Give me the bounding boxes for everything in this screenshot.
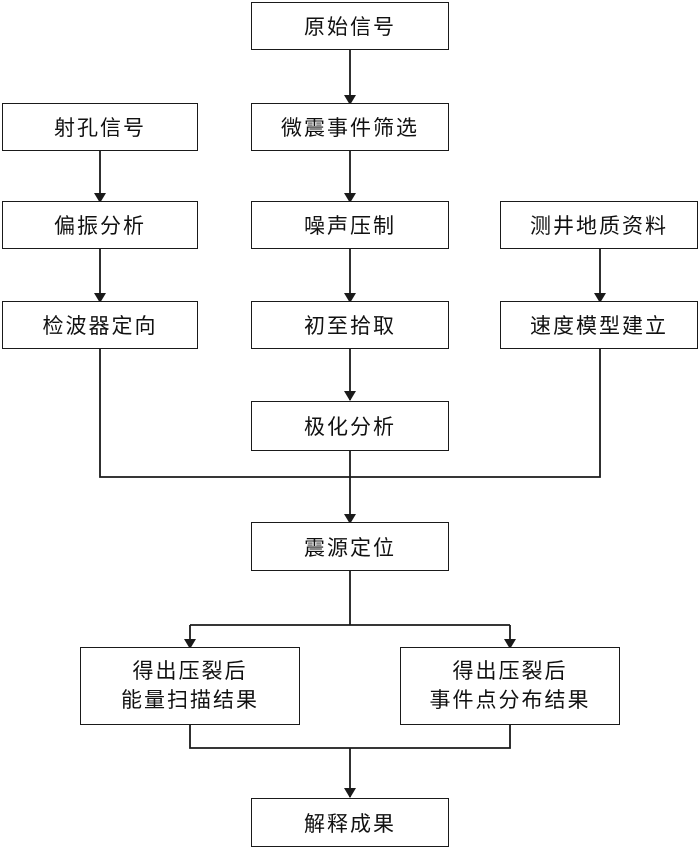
node-first-arrival-picking-label: 初至拾取: [304, 314, 396, 338]
node-interpretation-result: 解释成果: [251, 798, 449, 847]
node-polarization-analysis: 偏振分析: [2, 201, 198, 249]
node-energy-scan-result: 得出压裂后 能量扫描结果: [80, 647, 300, 725]
node-polarization-analysis-label: 偏振分析: [54, 214, 146, 238]
node-raw-signal: 原始信号: [251, 2, 449, 50]
node-well-log-geology: 测井地质资料: [500, 201, 698, 249]
node-noise-suppression: 噪声压制: [251, 201, 449, 249]
node-well-log-geology-label: 测井地质资料: [530, 214, 668, 238]
node-source-location: 震源定位: [251, 522, 449, 571]
node-noise-suppression-label: 噪声压制: [304, 214, 396, 238]
node-microseismic-screening-label: 微震事件筛选: [281, 116, 419, 140]
node-perforation-signal: 射孔信号: [2, 103, 198, 151]
node-source-location-label: 震源定位: [304, 535, 396, 560]
node-geophone-orientation: 检波器定向: [2, 301, 198, 349]
node-raw-signal-label: 原始信号: [304, 15, 396, 39]
node-polarity-analysis: 极化分析: [251, 401, 449, 451]
node-first-arrival-picking: 初至拾取: [251, 301, 449, 349]
node-event-distribution-line2: 事件点分布结果: [429, 688, 591, 712]
node-event-distribution-result: 得出压裂后 事件点分布结果: [400, 647, 620, 725]
node-geophone-orientation-label: 检波器定向: [42, 314, 158, 338]
node-event-distribution-line1: 得出压裂后: [452, 659, 568, 683]
node-interpretation-result-label: 解释成果: [304, 811, 396, 836]
node-perforation-signal-label: 射孔信号: [54, 116, 146, 140]
node-polarity-analysis-label: 极化分析: [304, 415, 396, 439]
node-microseismic-screening: 微震事件筛选: [251, 103, 449, 151]
line-results-join: [189, 724, 511, 749]
node-energy-scan-line1: 得出压裂后: [132, 659, 248, 683]
node-energy-scan-line2: 能量扫描结果: [121, 688, 259, 712]
node-velocity-model: 速度模型建立: [500, 301, 698, 349]
node-velocity-model-label: 速度模型建立: [530, 314, 668, 338]
